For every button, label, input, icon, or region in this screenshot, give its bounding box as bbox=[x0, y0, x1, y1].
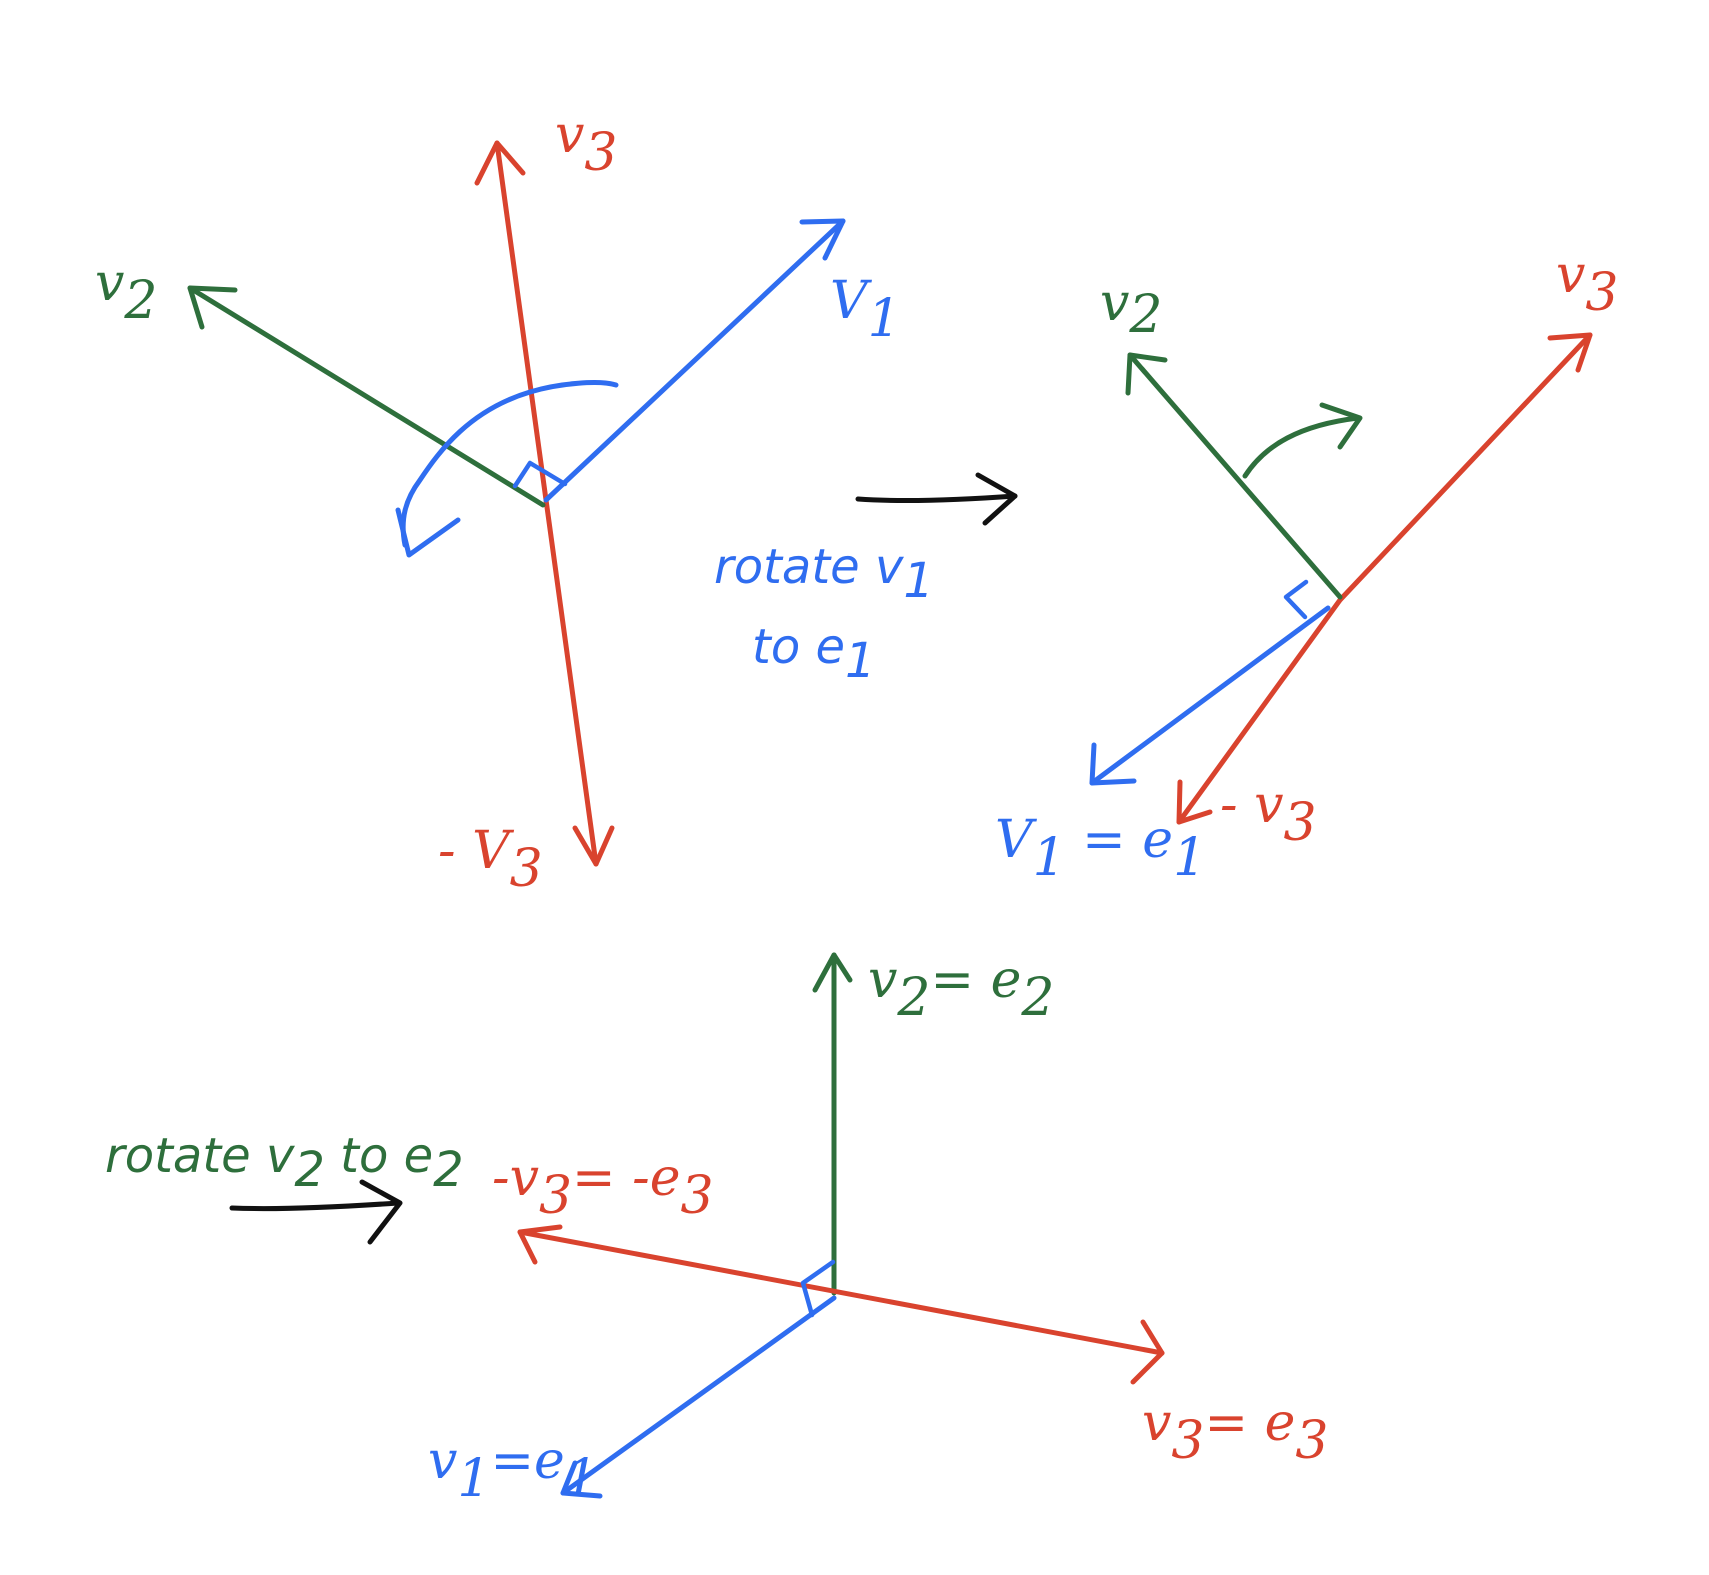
diagram-standard-basis: v2= e2 -v3= -e3 v3= e3 v1=e1 bbox=[428, 950, 1328, 1509]
v3-e3-axis-line bbox=[517, 1229, 1165, 1356]
rotation-arrow-curve-2 bbox=[1242, 415, 1361, 479]
neg-v3-e3-arrowhead bbox=[517, 1224, 563, 1265]
right-angle-marker bbox=[512, 460, 568, 489]
step1-note-line1: rotate v1 bbox=[714, 539, 934, 609]
v1-vector-line-2 bbox=[1089, 605, 1331, 786]
v3-arrowhead-2 bbox=[1547, 332, 1593, 373]
step2-arrowhead bbox=[359, 1179, 403, 1245]
label-v2-2: v2 bbox=[1100, 273, 1162, 345]
step-rotate-v1: rotate v1 to e1 bbox=[714, 472, 1018, 689]
label-neg-v3-2: - v3 bbox=[1220, 775, 1317, 853]
label-v1-e1-2: V1 = e1 bbox=[995, 810, 1206, 888]
v3-axis-line bbox=[494, 140, 599, 867]
diagram-original-frame: v3 V1 v2 - V3 bbox=[95, 105, 901, 899]
rotation-arrowhead bbox=[395, 507, 461, 558]
label-v1: V1 bbox=[830, 271, 901, 349]
rotation-arrow-curve bbox=[400, 380, 619, 548]
v3-arrowhead bbox=[474, 140, 526, 186]
label-v3-e3: v3= e3 bbox=[1142, 1393, 1328, 1471]
neg-v3-arrowhead bbox=[572, 825, 615, 867]
right-angle-marker-3 bbox=[800, 1259, 836, 1318]
v3-axis-line-2 bbox=[1176, 332, 1593, 825]
v2-vector-line-2 bbox=[1127, 352, 1343, 600]
step1-note-line2: to e1 bbox=[752, 619, 876, 689]
step1-arrow-line bbox=[855, 493, 1018, 503]
label-neg-v3: - V3 bbox=[438, 821, 543, 899]
v2-e2-arrowhead bbox=[812, 952, 853, 993]
v1-e1-vector-line bbox=[560, 1295, 837, 1496]
rotation-arrowhead-2 bbox=[1319, 402, 1363, 450]
step2-arrow-line bbox=[229, 1200, 401, 1212]
step-rotate-v2: rotate v2 to e2 bbox=[105, 1128, 464, 1245]
label-v1-e1-3: v1=e1 bbox=[428, 1431, 598, 1509]
right-angle-marker-2 bbox=[1283, 579, 1309, 620]
label-v3: v3 bbox=[555, 105, 617, 183]
v1-arrowhead-2 bbox=[1089, 742, 1137, 786]
v2-arrowhead-2 bbox=[1125, 352, 1168, 396]
step2-note: rotate v2 to e2 bbox=[105, 1128, 464, 1198]
label-v2-e2: v2= e2 bbox=[868, 950, 1054, 1028]
v2-vector-line bbox=[187, 285, 546, 508]
v1-e1-arrowhead bbox=[560, 1460, 603, 1499]
label-v2: v2 bbox=[95, 253, 157, 331]
v2-arrowhead bbox=[187, 285, 238, 330]
v1-arrowhead bbox=[799, 218, 846, 261]
v3-e3-arrowhead bbox=[1130, 1319, 1165, 1385]
diagram-after-first-rotation: v2 v3 V1 = e1 - v3 bbox=[995, 245, 1618, 888]
label-v3-2: v3 bbox=[1556, 245, 1618, 323]
label-neg-v3-e3: -v3= -e3 bbox=[492, 1148, 714, 1226]
step1-arrowhead bbox=[975, 472, 1018, 526]
neg-v3-arrowhead-2 bbox=[1176, 779, 1213, 825]
v1-vector-line bbox=[543, 218, 846, 503]
